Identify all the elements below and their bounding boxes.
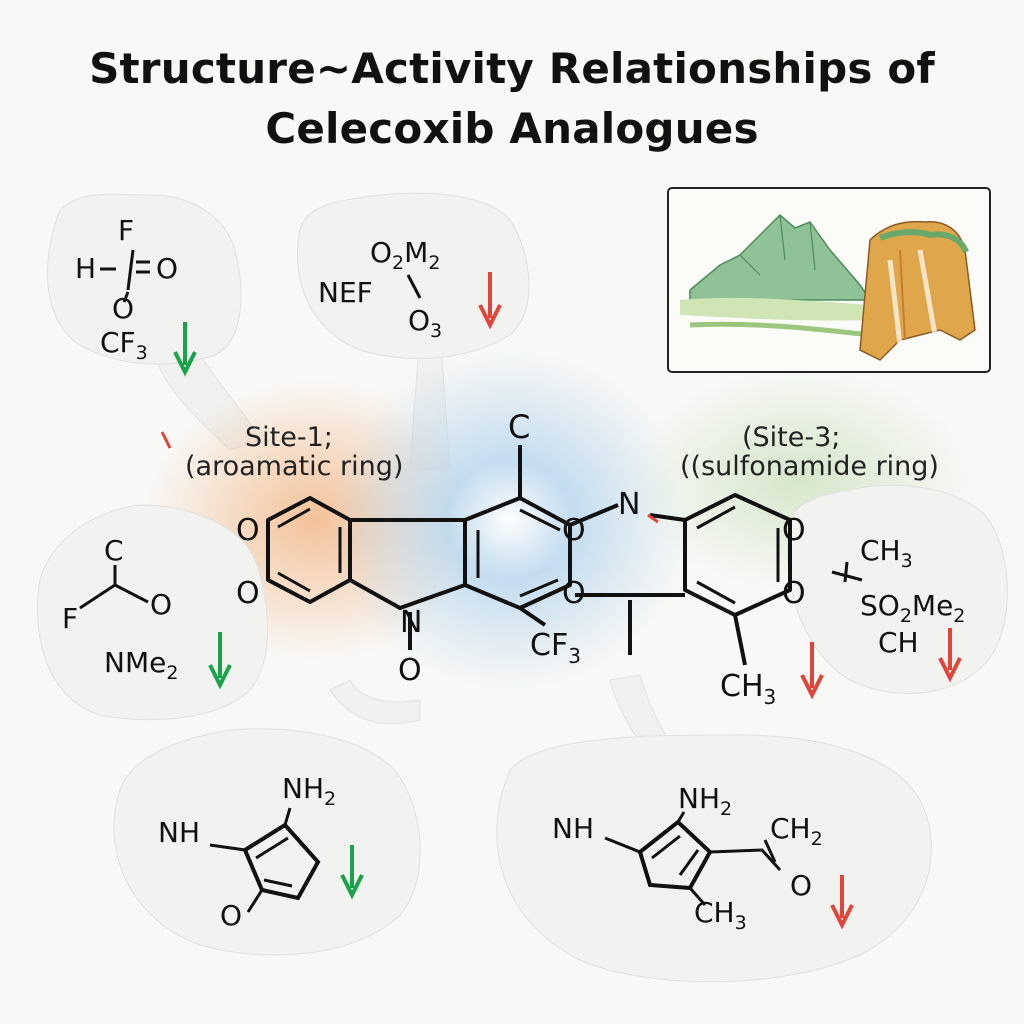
bubble-middle-right-content: CH3 SO2Me2 CH: [800, 534, 965, 700]
bubble-bottom-right: [496, 734, 932, 983]
core-arrow-icon: [800, 642, 824, 700]
tl-atom-h: H: [75, 252, 96, 285]
tl-arrow-icon: [173, 322, 197, 377]
ml-atom-o: O: [150, 588, 172, 621]
core-o-label-3: O: [562, 513, 586, 548]
tm-atom-nef: NEF: [318, 276, 373, 309]
core-label-n-top: N: [618, 487, 640, 522]
core-o-label-1: O: [236, 513, 260, 548]
bubble-top-left: [47, 193, 242, 365]
bubble-bottom-left: [113, 728, 421, 956]
core-o-label-6: O: [782, 576, 806, 611]
landscape-illustration-inset: [667, 187, 991, 373]
core-o-label-4: O: [562, 576, 586, 611]
ml-arrow-icon: [208, 632, 232, 690]
core-o-label-5: O: [782, 513, 806, 548]
bl-atom-o: O: [220, 899, 242, 932]
ml-atom-f: F: [62, 602, 78, 635]
core-label-o-bottom: O: [398, 653, 422, 688]
core-label-ch3: CH3: [720, 669, 776, 709]
core-accent-mark-1: [160, 431, 172, 449]
bubble-middle-left-content: C F O NMe2: [62, 534, 232, 690]
tm-arrow-icon: [478, 272, 502, 330]
mr-atom-so2me2: SO2Me2: [860, 589, 965, 627]
bl-arrow-icon: [340, 845, 364, 900]
core-label-c: C: [508, 408, 530, 446]
bubble-top-left-content: F H O O CF3: [75, 214, 197, 377]
tl-atom-f: F: [118, 214, 134, 247]
br-atom-o: O: [790, 869, 812, 902]
mr-arrow-icon: [938, 628, 962, 683]
title-line-2: Celecoxib Analogues: [265, 104, 759, 153]
br-atom-nh: NH: [552, 812, 594, 845]
core-accent-mark-2: [647, 513, 659, 524]
center-halo: [330, 350, 690, 690]
tl-atom-o-bottom: O: [112, 292, 134, 325]
site1-sublabel: (aroamatic ring): [185, 451, 403, 482]
bubble-top-middle: [297, 192, 530, 359]
bl-atom-nh: NH: [158, 816, 200, 849]
core-o-label-2: O: [236, 576, 260, 611]
tl-atom-o-right: O: [156, 252, 178, 285]
site1-label: Site-1;: [245, 422, 333, 453]
bubble-middle-right: [787, 484, 1008, 694]
core-label-n-mid: N: [400, 605, 422, 640]
title-line-1: Structure~Activity Relationships of: [89, 44, 935, 93]
ml-atom-nme2: NMe2: [104, 646, 178, 684]
core-structure: [266, 445, 792, 666]
site3-sublabel: ((sulfonamide ring): [680, 451, 939, 482]
ml-atom-c: C: [104, 534, 124, 567]
br-arrow-icon: [830, 875, 854, 930]
site3-label: (Site-3;: [742, 422, 840, 453]
mr-atom-ch: CH: [878, 626, 919, 659]
